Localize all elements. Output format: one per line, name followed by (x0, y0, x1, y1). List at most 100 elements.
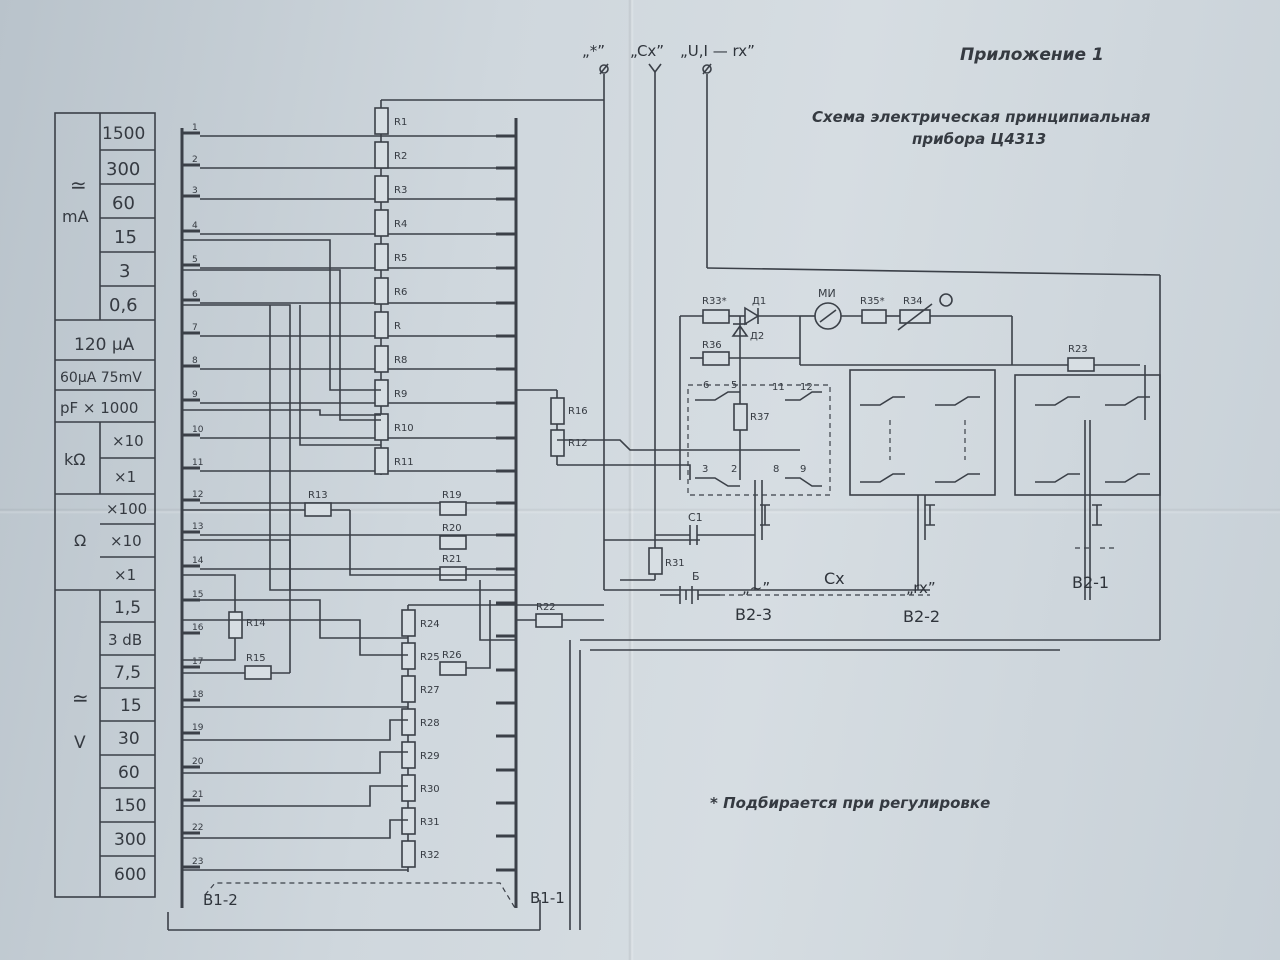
resistor-label: R26 (442, 650, 462, 661)
resistor-r19: R19 (439, 490, 467, 516)
ma-value: 60 (112, 193, 135, 214)
resistor-label: R37 (750, 412, 770, 423)
position-number: 2 (192, 155, 198, 165)
switch-position: 13 (182, 522, 516, 536)
switch-b12-label: В1-2 (203, 891, 238, 909)
switch-position: 18 (182, 690, 204, 702)
switch-position: 1 (182, 123, 516, 137)
position-number: 16 (192, 623, 204, 633)
ma-value: 15 (114, 227, 137, 248)
resistor: R27 (401, 675, 440, 703)
rx-label: „rx” (906, 579, 936, 597)
contact-number: 9 (800, 464, 806, 475)
resistor: R (374, 311, 401, 339)
switch-position: 20 (182, 757, 204, 769)
resistor-label: R33* (702, 296, 727, 307)
v-value: 30 (118, 729, 140, 749)
horizontal-fold (0, 508, 1280, 514)
terminal-cx-icon (648, 63, 662, 74)
v-value: 3 dB (108, 631, 142, 649)
resistor: R28 (401, 708, 440, 736)
resistor: R30 (401, 774, 440, 802)
switch-b11-label: В1-1 (530, 889, 565, 907)
position-number: 19 (192, 723, 204, 733)
switch-b1-rails (167, 118, 541, 931)
resistor-label: R11 (394, 457, 414, 468)
ohm-value: ×1 (114, 566, 136, 584)
resistor-label: R4 (394, 219, 407, 230)
diode-d1-label: Д1 (752, 296, 766, 307)
resistor: R29 (401, 741, 440, 769)
resistor-r22: R22 (516, 602, 604, 628)
position-number: 15 (192, 590, 203, 600)
switch-position: 11 (182, 458, 516, 472)
diode-d2-icon: Д2 (731, 316, 764, 355)
diode-d1-icon: Д1 (744, 296, 800, 326)
resistor-r12: R12 (550, 429, 588, 465)
terminal-star-icon (599, 63, 609, 75)
resistor-r36: R36 (690, 340, 800, 366)
resistor-label: R6 (394, 287, 407, 298)
terminal-cx-label: „Cx” (630, 42, 664, 60)
resistor-label: R34 (903, 296, 923, 307)
resistor: R25 (401, 642, 440, 670)
contact-number: 12 (800, 382, 813, 393)
switch-position: 22 (182, 823, 203, 835)
vertical-fold (628, 0, 634, 960)
switch-position: 9 (182, 390, 516, 404)
position-number: 8 (192, 356, 198, 366)
ohm-value: ×100 (106, 500, 147, 518)
resistor-label: R15 (246, 653, 266, 664)
resistor: R10 (374, 413, 414, 441)
resistor-r14: R14 (228, 600, 266, 650)
switch-position: 19 (182, 723, 204, 735)
resistor-label: R29 (420, 751, 440, 762)
position-number: 17 (192, 657, 203, 667)
v-value: 7,5 (114, 663, 141, 683)
resistor-label: R25 (420, 652, 440, 663)
resistor-label: R30 (420, 784, 440, 795)
position-number: 4 (192, 221, 198, 231)
resistor-label: R13 (308, 490, 328, 501)
resistor-r31b: R31 (648, 547, 685, 580)
resistor: R31 (401, 807, 440, 835)
switch-position: 7 (182, 323, 516, 337)
switch-position: 10 (182, 425, 516, 439)
v-value: 15 (120, 696, 142, 716)
position-number: 21 (192, 790, 203, 800)
resistor: R11 (374, 447, 414, 475)
switch-b21-label: В2-1 (1072, 573, 1109, 592)
switch-position: 5 (182, 255, 516, 269)
resistor-r26: R26 (439, 650, 467, 676)
diode-d2-label: Д2 (750, 331, 764, 342)
kohm-value: ×10 (112, 432, 144, 450)
resistor: R6 (374, 277, 407, 305)
resistor-r37: R37 (733, 355, 770, 480)
contact-number: 2 (731, 464, 737, 475)
terminal-urx-label: „U,I — rx” (680, 42, 755, 60)
switch-b11-contacts (496, 134, 516, 872)
ohm-unit: Ω (74, 531, 86, 550)
ma-unit: mA (62, 207, 89, 226)
position-number: 5 (192, 255, 198, 265)
ua-mv-value: 60μA 75mV (60, 370, 142, 386)
switch-position: 15 (182, 590, 203, 602)
capacitor-c1-label: C1 (688, 511, 703, 524)
position-number: 23 (192, 857, 203, 867)
battery-icon: Б (660, 570, 720, 604)
footnote: * Подбирается при регулировке (710, 794, 990, 812)
ma-value: 1500 (102, 124, 145, 144)
resistor-r21: R21 (439, 554, 467, 581)
v-value: 600 (114, 865, 146, 885)
resistor-label: R36 (702, 340, 722, 351)
switch-position: 8 (182, 356, 516, 370)
range-table: ≃ mA 1500 300 60 15 3 0,6 120 μA 60μA 75… (54, 112, 156, 898)
resistor: R5 (374, 243, 407, 271)
resistor-r15: R15 (182, 653, 290, 680)
switch-position: 6 (182, 290, 516, 304)
switch-position: 23 (182, 857, 203, 869)
resistor: R24 (401, 609, 440, 637)
